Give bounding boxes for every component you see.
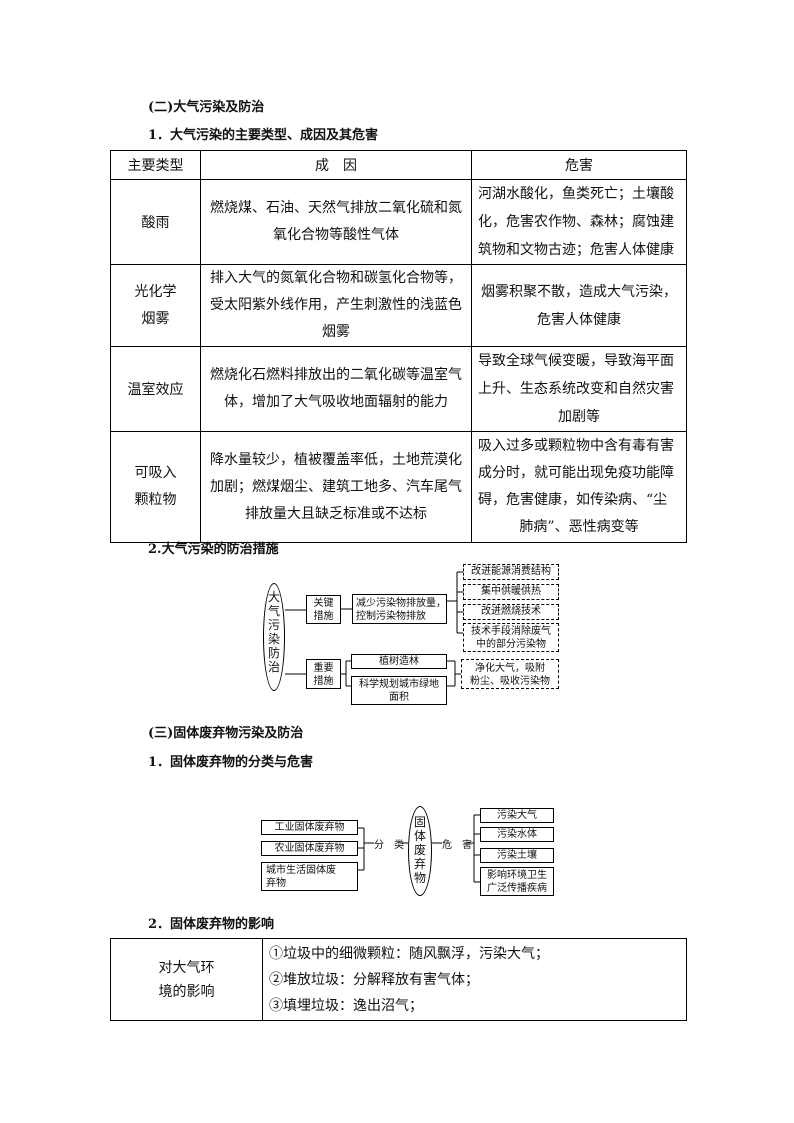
leaf-remove-pollutants: 技术手段消除废气中的部分污染物 (463, 623, 559, 652)
purify-air-box: 净化大气，吸附粉尘、吸收污染物 (461, 659, 559, 689)
harm-cell: 河湖水酸化，鱼类死亡；土壤酸化，危害农作物、森林；腐蚀建筑物和文物古迹；危害人体… (471, 179, 687, 265)
type-cell: 可吸入颗粒物 (110, 431, 201, 543)
classify-label: 分 类 (374, 840, 404, 851)
harm-cell: 烟雾积聚不散，造成大气污染，危害人体健康 (471, 264, 687, 347)
impact-line: ①垃圾中的细微颗粒：随风飘浮，污染大气； (269, 945, 549, 962)
reduce-emissions-box: 减少污染物排放量，控制污染物排放 (352, 594, 447, 624)
urban-waste-box: 城市生活固体废弃物 (261, 862, 358, 891)
harm-label: 危 害 (442, 840, 472, 851)
important-measures-box: 重要措施 (306, 659, 341, 689)
impact-line: ③填埋垃圾：逸出沼气； (269, 997, 423, 1014)
impact-detail-cell: ①垃圾中的细微颗粒：随风飘浮，污染大气； ②堆放垃圾：分解释放有害气体； ③填埋… (262, 938, 687, 1021)
section-heading-solid-waste: (三)固体废弃物污染及防治 (148, 726, 304, 741)
harm-water-box: 污染水体 (480, 827, 554, 842)
solid-waste-center-node: 固体废弃物 (408, 806, 432, 896)
leaf-combustion-tech: 改进燃烧技术 (463, 604, 559, 620)
key-measures-box: 关键措施 (306, 595, 341, 624)
harm-cell: 吸入过多或颗粒物中含有毒有害成分时，就可能出现免疫功能障碍，危害健康，如传染病、… (471, 431, 687, 543)
air-root-node: 大气污染防治 (263, 583, 285, 691)
harm-soil-box: 污染土壤 (480, 848, 554, 863)
industrial-waste-box: 工业固体废弃物 (261, 820, 358, 835)
leaf-central-heating: 集中供暖供热 (463, 584, 559, 600)
cause-cell: 燃烧化石燃料排放出的二氧化碳等温室气体，增加了大气吸收地面辐射的能力 (200, 346, 472, 432)
afforestation-box: 植树造林 (351, 654, 447, 669)
urban-green-box: 科学规划城市绿地面积 (351, 676, 447, 705)
leaf-energy-structure: 改进能源消费结构 (463, 564, 559, 580)
harm-health-box: 影响环境卫生广泛传播疾病 (480, 867, 554, 896)
table-row: 对大气环境的影响 ①垃圾中的细微颗粒：随风飘浮，污染大气； ②堆放垃圾：分解释放… (110, 938, 687, 1021)
header-type: 主要类型 (110, 150, 201, 180)
table-row: 酸雨 燃烧煤、石油、天然气排放二氧化硫和氮氧化合物等酸性气体 河湖水酸化，鱼类死… (110, 179, 687, 265)
section-heading-air-pollution: (二)大气污染及防治 (148, 100, 265, 115)
type-cell: 温室效应 (110, 346, 201, 432)
harm-air-box: 污染大气 (480, 808, 554, 823)
impact-line: ②堆放垃圾：分解释放有害气体； (269, 971, 479, 988)
subheading-waste-impact: 2．固体废弃物的影响 (148, 917, 275, 932)
subheading-waste-classification: 1．固体废弃物的分类与危害 (148, 755, 314, 770)
subheading-air-types: 1．大气污染的主要类型、成因及其危害 (148, 128, 379, 143)
cause-cell: 燃烧煤、石油、天然气排放二氧化硫和氮氧化合物等酸性气体 (200, 179, 472, 265)
cause-cell: 降水量较少，植被覆盖率低，土地荒漠化加剧；燃煤烟尘、建筑工地多、汽车尾气排放量大… (200, 431, 472, 543)
air-pollution-table: 主要类型 成 因 危害 酸雨 燃烧煤、石油、天然气排放二氧化硫和氮氧化合物等酸性… (110, 150, 687, 543)
table-row: 可吸入颗粒物 降水量较少，植被覆盖率低，土地荒漠化加剧；燃煤烟尘、建筑工地多、汽… (110, 431, 687, 543)
subheading-air-measures: 2.大气污染的防治措施 (148, 542, 279, 557)
table-row: 光化学烟雾 排入大气的氮氧化合物和碳氢化合物等，受太阳紫外线作用，产生刺激性的浅… (110, 264, 687, 347)
cause-cell: 排入大气的氮氧化合物和碳氢化合物等，受太阳紫外线作用，产生刺激性的浅蓝色烟雾 (200, 264, 472, 347)
agricultural-waste-box: 农业固体废弃物 (261, 841, 358, 856)
waste-impact-table: 对大气环境的影响 ①垃圾中的细微颗粒：随风飘浮，污染大气； ②堆放垃圾：分解释放… (110, 938, 687, 1021)
impact-label-cell: 对大气环境的影响 (110, 938, 263, 1021)
